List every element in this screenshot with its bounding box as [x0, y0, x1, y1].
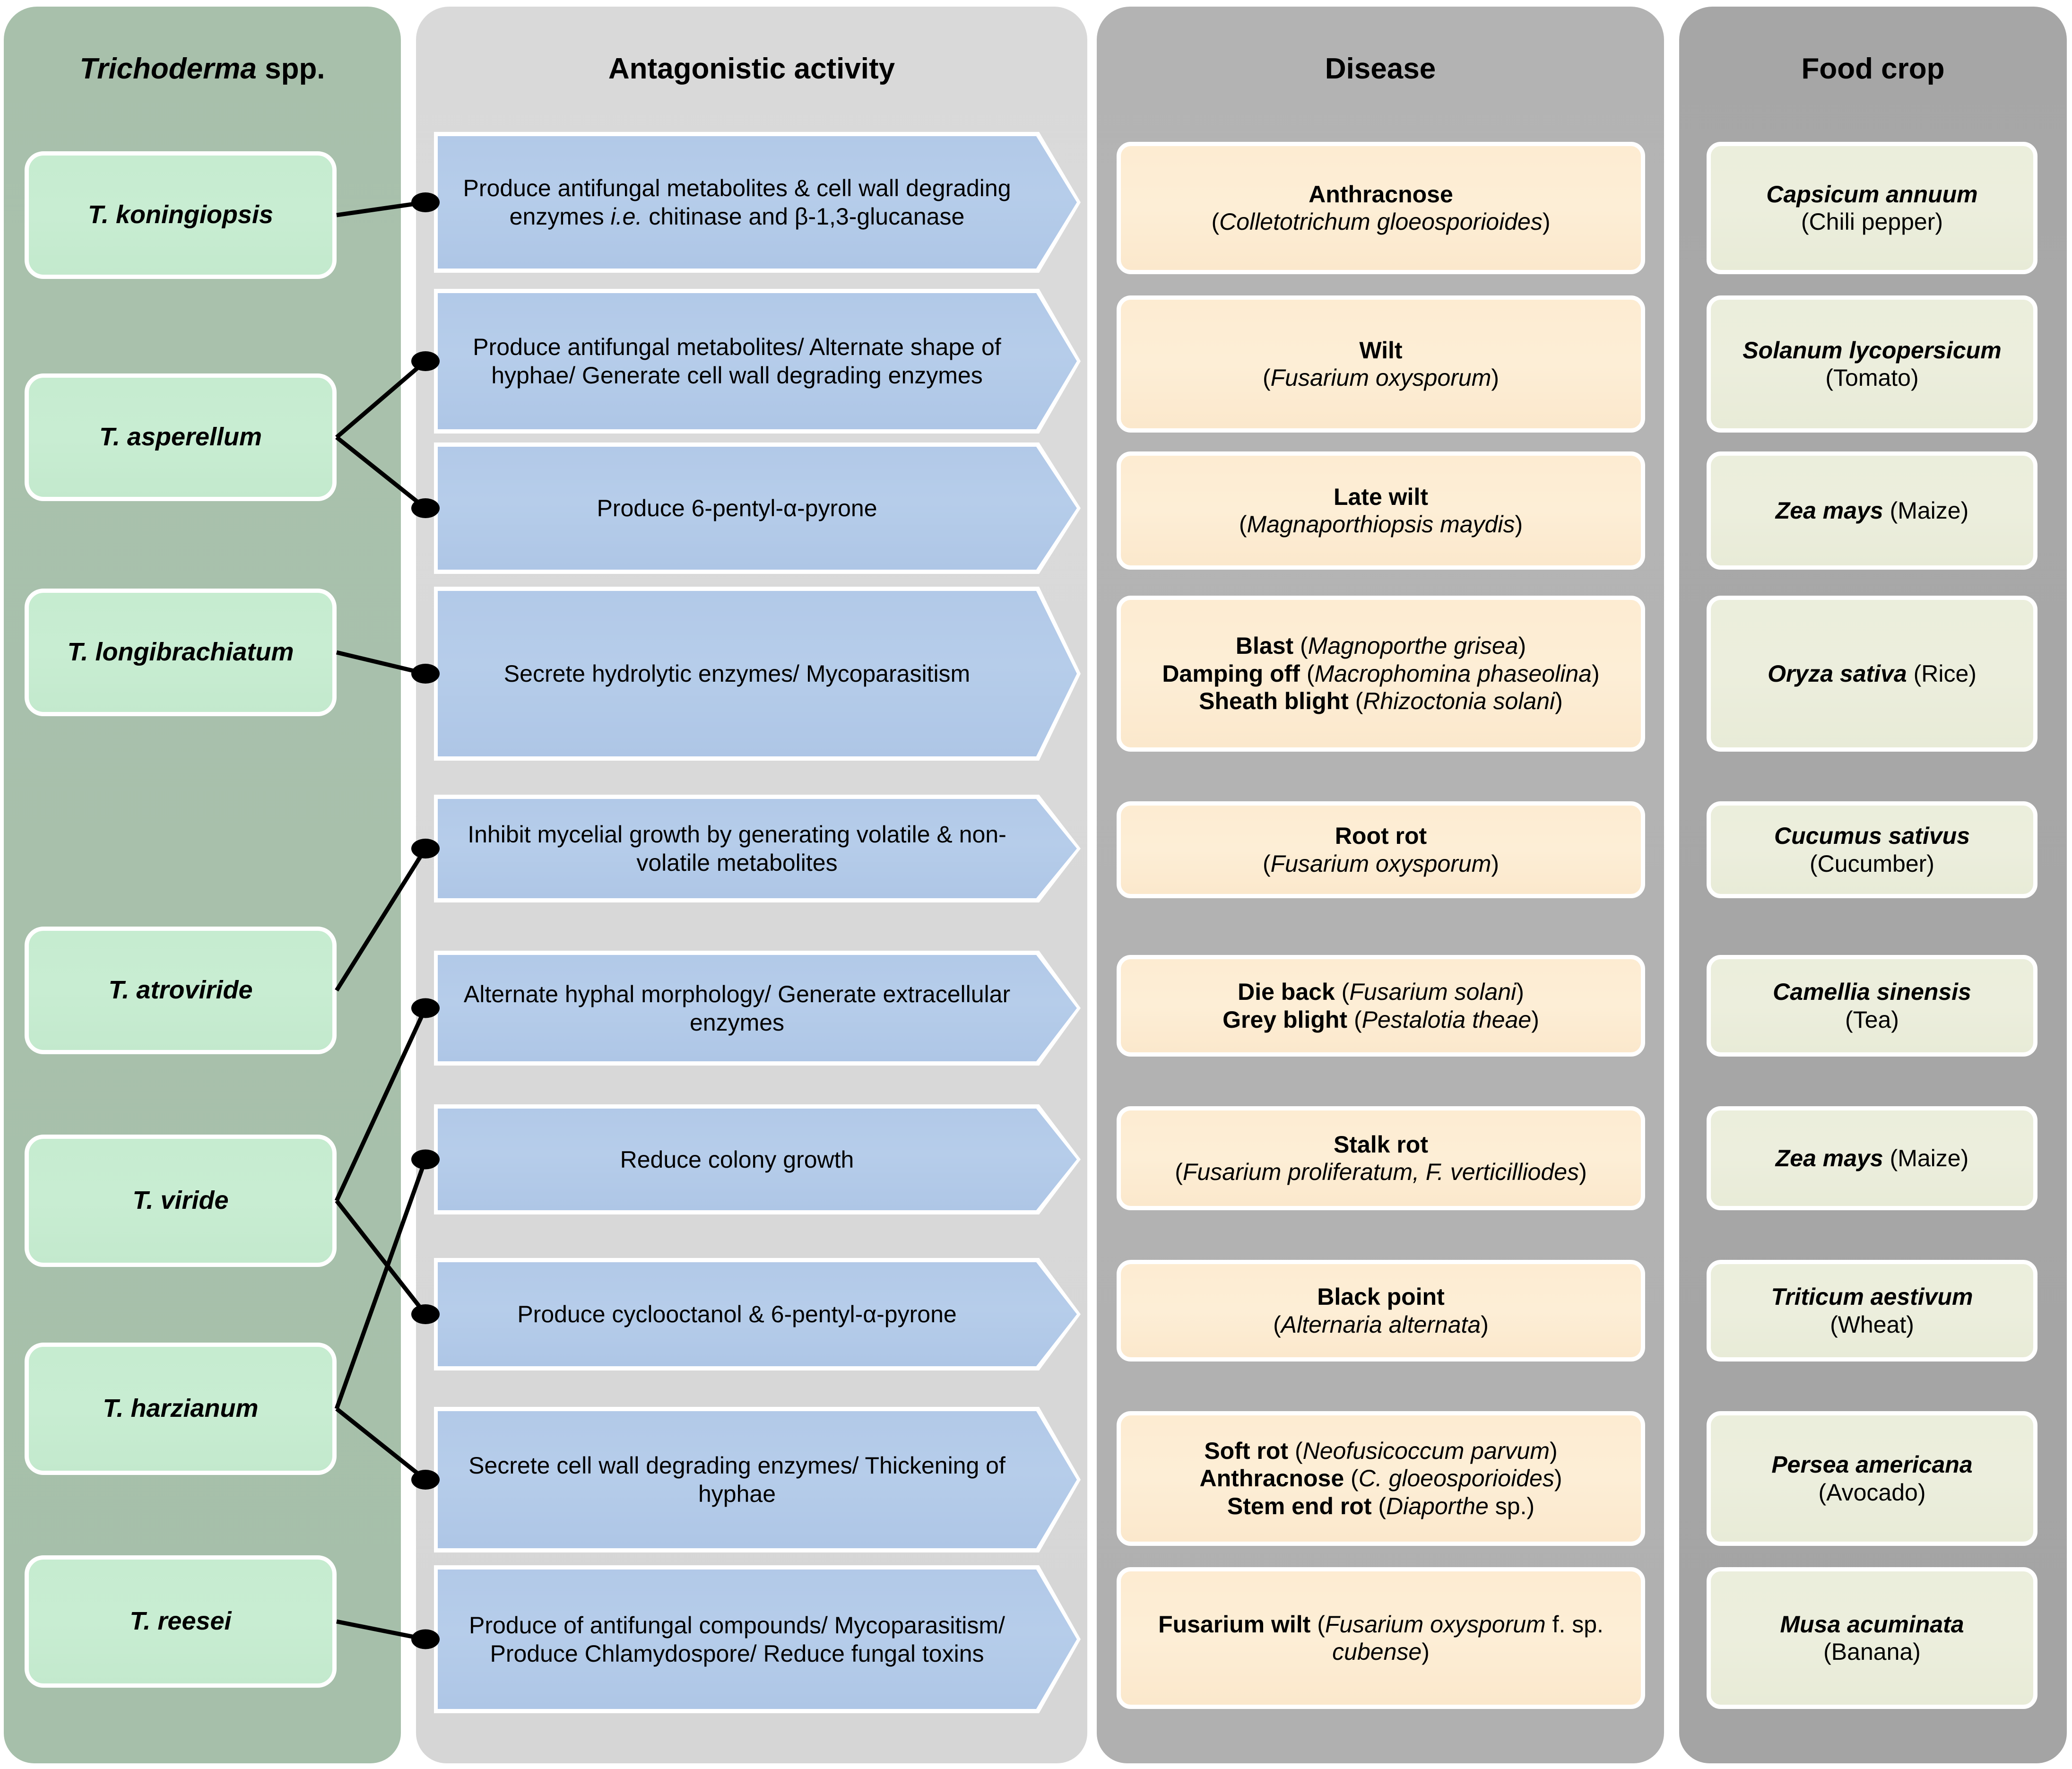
- activity-text-4: Inhibit mycelial growth by generating vo…: [468, 821, 1006, 876]
- species-card-3[interactable]: T. atroviride: [25, 927, 337, 1054]
- crop-text-4: Cucumus sativus(Cucumber): [1774, 823, 1970, 877]
- disease-text-2: Late wilt(Magnaporthiopsis maydis): [1239, 483, 1523, 538]
- activity-arrow-9[interactable]: Produce of antifungal compounds/ Mycopar…: [438, 1570, 1077, 1709]
- crop-card-7[interactable]: Triticum aestivum(Wheat): [1707, 1260, 2037, 1361]
- activity-text-2: Produce 6-pentyl-α-pyrone: [597, 495, 877, 521]
- species-card-1[interactable]: T. asperellum: [25, 373, 337, 501]
- crop-text-9: Musa acuminata(Banana): [1780, 1611, 1964, 1665]
- species-header-genus: Trichoderma: [79, 52, 257, 85]
- crop-column-header: Food crop: [1801, 52, 1945, 85]
- activity-text-5: Alternate hyphal morphology/ Generate ex…: [463, 980, 1011, 1036]
- disease-text-5: Die back (Fusarium solani)Grey blight (P…: [1222, 979, 1539, 1033]
- disease-text-3: Blast (Magnoporthe grisea)Damping off (M…: [1162, 633, 1600, 715]
- activity-arrow-6[interactable]: Reduce colony growth: [438, 1109, 1077, 1210]
- activity-arrow-1[interactable]: Produce antifungal metabolites/ Alternat…: [438, 293, 1077, 429]
- disease-text-4: Root rot(Fusarium oxysporum): [1262, 823, 1500, 877]
- activity-arrow-3[interactable]: Secrete hydrolytic enzymes/ Mycoparasiti…: [438, 591, 1077, 756]
- crop-card-9[interactable]: Musa acuminata(Banana): [1707, 1567, 2037, 1709]
- disease-card-5[interactable]: Die back (Fusarium solani)Grey blight (P…: [1117, 955, 1645, 1057]
- crop-text-7: Triticum aestivum(Wheat): [1771, 1283, 1973, 1338]
- disease-card-7[interactable]: Black point(Alternaria alternata): [1117, 1260, 1645, 1361]
- disease-card-9[interactable]: Fusarium wilt (Fusarium oxysporum f. sp.…: [1117, 1567, 1645, 1709]
- activity-text-9: Produce of antifungal compounds/ Mycopar…: [469, 1612, 1005, 1667]
- crop-card-4[interactable]: Cucumus sativus(Cucumber): [1707, 801, 2037, 898]
- activity-text-6: Reduce colony growth: [620, 1146, 854, 1173]
- disease-text-6: Stalk rot(Fusarium proliferatum, F. vert…: [1175, 1131, 1587, 1186]
- species-header-suffix: spp.: [256, 52, 325, 85]
- disease-card-1[interactable]: Wilt(Fusarium oxysporum): [1117, 295, 1645, 433]
- activity-arrow-0[interactable]: Produce antifungal metabolites & cell wa…: [438, 136, 1077, 269]
- species-card-2[interactable]: T. longibrachiatum: [25, 589, 337, 716]
- disease-text-0: Anthracnose(Colletotrichum gloeosporioid…: [1211, 181, 1551, 235]
- activity-text-1: Produce antifungal metabolites/ Alternat…: [473, 334, 1001, 389]
- activity-text-0: Produce antifungal metabolites & cell wa…: [463, 175, 1011, 230]
- species-card-0[interactable]: T. koningiopsis: [25, 151, 337, 279]
- crop-card-1[interactable]: Solanum lycopersicum(Tomato): [1707, 295, 2037, 433]
- activity-arrow-4[interactable]: Inhibit mycelial growth by generating vo…: [438, 799, 1077, 898]
- activity-column-header: Antagonistic activity: [608, 52, 895, 85]
- activity-arrow-2[interactable]: Produce 6-pentyl-α-pyrone: [438, 447, 1077, 570]
- disease-text-1: Wilt(Fusarium oxysporum): [1262, 337, 1500, 391]
- activity-text-8: Secrete cell wall degrading enzymes/ Thi…: [468, 1452, 1006, 1507]
- disease-text-7: Black point(Alternaria alternata): [1273, 1283, 1489, 1338]
- crop-card-0[interactable]: Capsicum annuum(Chili pepper): [1707, 142, 2037, 274]
- species-card-4[interactable]: T. viride: [25, 1135, 337, 1267]
- crop-card-2[interactable]: Zea mays (Maize): [1707, 451, 2037, 570]
- activity-arrow-7[interactable]: Produce cyclooctanol & 6-pentyl-α-pyrone: [438, 1262, 1077, 1366]
- activity-arrow-8[interactable]: Secrete cell wall degrading enzymes/ Thi…: [438, 1411, 1077, 1548]
- crop-text-0: Capsicum annuum(Chili pepper): [1766, 181, 1978, 235]
- disease-card-8[interactable]: Soft rot (Neofusicoccum parvum)Anthracno…: [1117, 1411, 1645, 1546]
- crop-card-8[interactable]: Persea americana(Avocado): [1707, 1411, 2037, 1546]
- crop-text-3: Oryza sativa (Rice): [1768, 660, 1977, 687]
- disease-card-2[interactable]: Late wilt(Magnaporthiopsis maydis): [1117, 451, 1645, 570]
- disease-card-4[interactable]: Root rot(Fusarium oxysporum): [1117, 801, 1645, 898]
- disease-text-8: Soft rot (Neofusicoccum parvum)Anthracno…: [1199, 1437, 1562, 1519]
- crop-text-5: Camellia sinensis(Tea): [1773, 979, 1971, 1033]
- species-card-5[interactable]: T. harzianum: [25, 1343, 337, 1475]
- activity-text-7: Produce cyclooctanol & 6-pentyl-α-pyrone: [517, 1301, 957, 1327]
- disease-column-header: Disease: [1325, 52, 1436, 85]
- disease-card-6[interactable]: Stalk rot(Fusarium proliferatum, F. vert…: [1117, 1106, 1645, 1210]
- species-card-6[interactable]: T. reesei: [25, 1555, 337, 1688]
- crop-text-6: Zea mays (Maize): [1775, 1145, 1969, 1171]
- crop-text-2: Zea mays (Maize): [1775, 497, 1969, 524]
- activity-arrow-5[interactable]: Alternate hyphal morphology/ Generate ex…: [438, 955, 1077, 1061]
- crop-text-1: Solanum lycopersicum(Tomato): [1743, 337, 2002, 391]
- crop-text-8: Persea americana(Avocado): [1771, 1451, 1973, 1506]
- crop-card-6[interactable]: Zea mays (Maize): [1707, 1106, 2037, 1210]
- species-column-header: Trichoderma spp.: [4, 7, 401, 86]
- disease-text-9: Fusarium wilt (Fusarium oxysporum f. sp.…: [1158, 1611, 1604, 1665]
- disease-card-0[interactable]: Anthracnose(Colletotrichum gloeosporioid…: [1117, 142, 1645, 274]
- disease-card-3[interactable]: Blast (Magnoporthe grisea)Damping off (M…: [1117, 596, 1645, 752]
- crop-card-3[interactable]: Oryza sativa (Rice): [1707, 596, 2037, 752]
- activity-text-3: Secrete hydrolytic enzymes/ Mycoparasiti…: [503, 660, 971, 687]
- crop-card-5[interactable]: Camellia sinensis(Tea): [1707, 955, 2037, 1057]
